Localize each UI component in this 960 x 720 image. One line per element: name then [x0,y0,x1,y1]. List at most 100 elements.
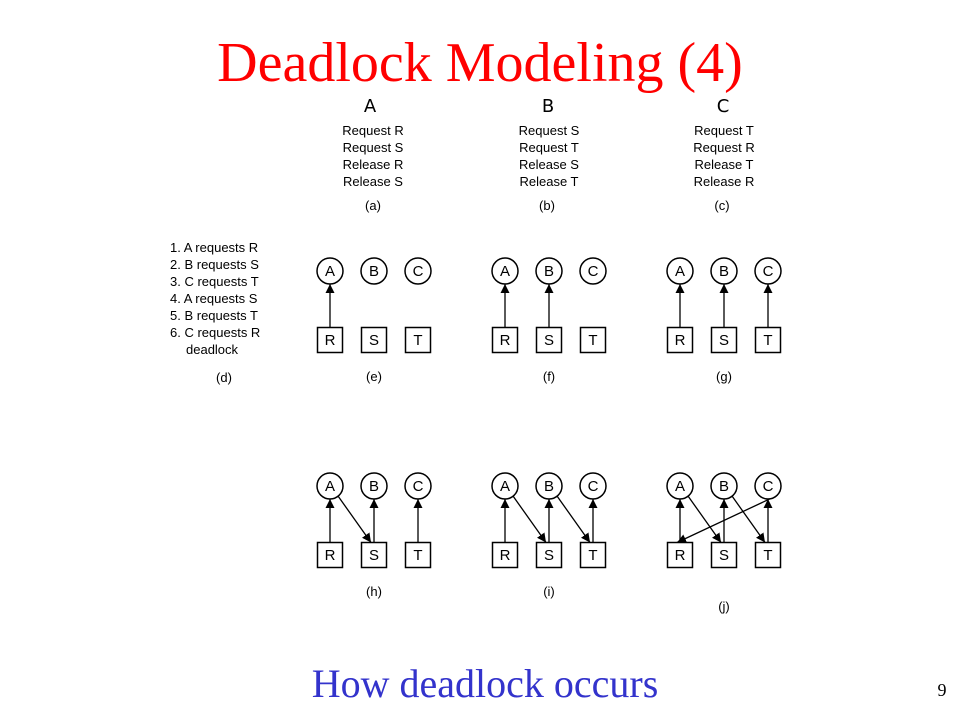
process-column-b: B Request S Request T Release S Release … [519,96,580,213]
resource-node-r [491,541,519,569]
resource-node-label: S [719,547,729,564]
edge-b-t [556,495,591,543]
sequence-line: 4. A requests S [170,291,258,306]
step-line: Release T [519,174,578,189]
process-node-b [360,257,388,285]
process-node-c [754,257,782,285]
resource-node-label: S [544,547,554,564]
process-node-label: C [588,478,599,495]
process-node-b [710,257,738,285]
process-node-b [535,257,563,285]
resource-node-label: S [719,332,729,349]
process-node-label: C [588,263,599,280]
step-line: Release R [694,174,755,189]
resource-node-r [666,541,694,569]
panel-label-j: (j) [718,599,730,614]
resource-node-r [316,326,344,354]
slide-subtitle: How deadlock occurs [311,661,659,706]
sequence-line: 1. A requests R [170,240,258,255]
process-node-label: A [325,478,335,495]
request-sequence: 1. A requests R 2. B requests S 3. C req… [170,240,260,385]
sequence-line: 6. C requests R [170,325,260,340]
edge-a-s [337,495,372,543]
process-label-c: C [717,96,730,117]
process-node-label: C [763,263,774,280]
resource-node-s [710,326,738,354]
resource-node-s [360,326,388,354]
process-node-label: B [719,263,729,280]
resource-node-label: T [763,332,772,349]
edge-b-t [731,495,766,543]
resource-node-r [316,541,344,569]
resource-node-s [360,541,388,569]
resource-node-label: S [369,332,379,349]
step-line: Release S [519,157,579,172]
edge-c-r [676,495,777,544]
panel-label-g: (g) [716,369,732,384]
resource-node-label: T [413,332,422,349]
process-node-c [404,257,432,285]
process-node-label: B [369,478,379,495]
edge-a-s [512,495,547,543]
resource-node-label: T [763,547,772,564]
page-number: 9 [937,680,947,700]
process-node-label: C [763,478,774,495]
process-node-b [535,472,563,500]
process-node-label: B [544,478,554,495]
sequence-line: 3. C requests T [170,274,259,289]
process-node-a [316,472,344,500]
process-node-label: C [413,478,424,495]
step-line: Request S [519,123,580,138]
step-line: Request R [693,140,754,155]
panel-label-c: (c) [714,198,729,213]
panel-label-h: (h) [366,584,382,599]
step-line: Release R [343,157,404,172]
process-column-a: A Request R Request S Release R Release … [342,96,403,213]
process-column-c: C Request T Request R Release T Release … [693,96,754,213]
process-node-label: B [544,263,554,280]
resource-node-t [579,326,607,354]
resource-node-label: T [413,547,422,564]
panel-label-i: (i) [543,584,555,599]
resource-node-label: R [675,332,686,349]
process-node-c [579,257,607,285]
resource-node-label: R [500,547,511,564]
sequence-line: 2. B requests S [170,257,259,272]
resource-node-label: S [544,332,554,349]
step-line: Request S [343,140,404,155]
process-node-c [404,472,432,500]
process-node-a [491,472,519,500]
graph-g: A B C R S T (g) [666,257,782,384]
resource-node-s [535,541,563,569]
process-node-label: C [413,263,424,280]
process-node-a [316,257,344,285]
resource-node-r [666,326,694,354]
panel-label-e: (e) [366,369,382,384]
process-node-a [666,472,694,500]
process-node-label: A [500,478,510,495]
graph-i: A B C R S T (i) [491,472,607,599]
step-line: Request R [342,123,403,138]
resource-node-t [404,541,432,569]
step-line: Request T [694,123,754,138]
resource-node-t [579,541,607,569]
step-line: Request T [519,140,579,155]
panel-label-d: (d) [216,370,232,385]
slide-title: Deadlock Modeling (4) [217,32,743,94]
panel-label-f: (f) [543,369,555,384]
step-line: Release S [343,174,403,189]
process-node-label: A [675,263,685,280]
process-node-b [710,472,738,500]
process-node-label: A [675,478,685,495]
resource-node-label: S [369,547,379,564]
step-line: Release T [694,157,753,172]
resource-node-label: T [588,547,597,564]
resource-node-t [404,326,432,354]
resource-node-label: R [325,332,336,349]
resource-node-r [491,326,519,354]
